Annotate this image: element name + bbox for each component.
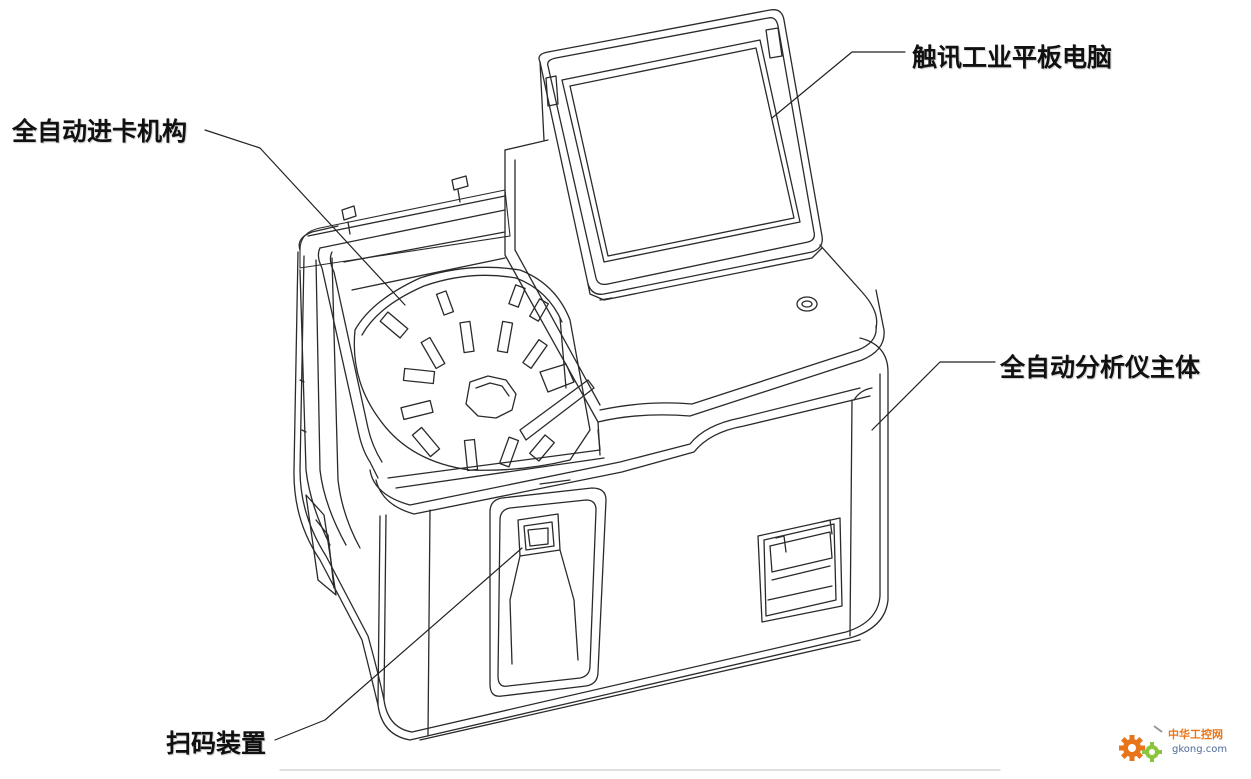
- watermark-logo: 中华工控网 gkong.com: [1114, 718, 1244, 770]
- callout-analyzer-body: 全自动分析仪主体: [1000, 353, 1201, 382]
- tablet-pc: [538, 9, 823, 301]
- leader-feeder: [204, 129, 406, 306]
- leader-scanner: [274, 547, 523, 741]
- analyzer-main-body: [279, 189, 1001, 771]
- callout-tablet-pc: 触讯工业平板电脑: [912, 43, 1113, 72]
- thermal-printer: [757, 517, 843, 623]
- watermark-name: 中华工控网: [1168, 728, 1223, 741]
- upper-housing: [504, 139, 885, 456]
- watermark-url: gkong.com: [1172, 744, 1228, 755]
- card-feeder-compartment: [307, 175, 605, 489]
- gear-icon: [1119, 725, 1163, 762]
- barcode-scanner: [489, 479, 607, 697]
- callout-barcode-scanner: 扫码装置: [166, 729, 267, 758]
- callout-card-feeder: 全自动进卡机构: [12, 117, 188, 146]
- leader-body: [871, 361, 996, 431]
- leader-tablet: [771, 51, 906, 119]
- card-carousel: [353, 266, 595, 472]
- leader-lines: [204, 51, 996, 741]
